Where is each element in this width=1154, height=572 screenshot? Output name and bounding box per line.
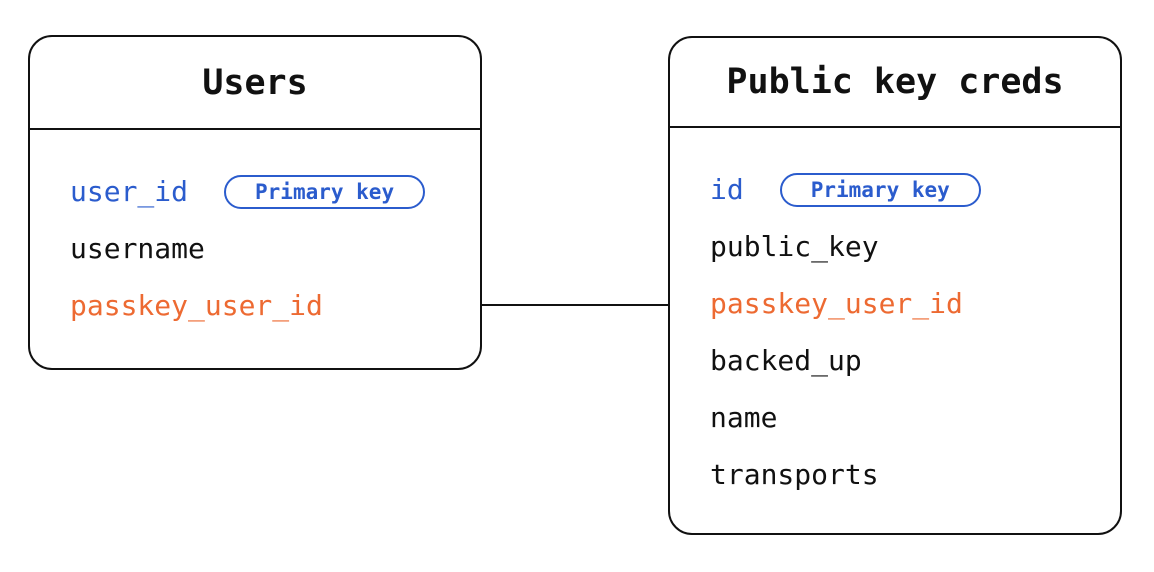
table-public-key-creds: Public key creds id Primary key public_key… (668, 36, 1122, 535)
field-label-id: id (710, 173, 744, 206)
field-label-passkey_user_id: passkey_user_id (710, 287, 963, 320)
table-users-title: Users (30, 37, 480, 130)
primary-key-badge: Primary key (779, 172, 981, 207)
field-row-public_key: public_key (710, 218, 1120, 275)
field-label-user_id: user_id (70, 175, 189, 208)
field-row-user_id: user_id Primary key (70, 163, 480, 220)
field-row-id: id Primary key (710, 161, 1120, 218)
table-users: Users user_id Primary key username passkey_… (28, 35, 482, 370)
table-users-fields: user_id Primary key username passkey_user_i… (30, 130, 480, 334)
field-row-passkey_user_id: passkey_user_id (70, 277, 480, 334)
table-public-key-creds-title: Public key creds (670, 38, 1120, 128)
field-label-passkey_user_id: passkey_user_id (70, 289, 323, 322)
field-label-backed_up: backed_up (710, 344, 862, 377)
field-label-username: username (70, 232, 205, 265)
field-label-public_key: public_key (710, 230, 879, 263)
field-row-username: username (70, 220, 480, 277)
field-row-name: name (710, 389, 1120, 446)
field-row-passkey_user_id: passkey_user_id (710, 275, 1120, 332)
relationship-connector-line (482, 304, 668, 306)
field-row-transports: transports (710, 446, 1120, 503)
primary-key-badge: Primary key (224, 174, 426, 209)
field-label-name: name (710, 401, 778, 434)
field-label-transports: transports (710, 458, 879, 491)
field-row-backed_up: backed_up (710, 332, 1120, 389)
